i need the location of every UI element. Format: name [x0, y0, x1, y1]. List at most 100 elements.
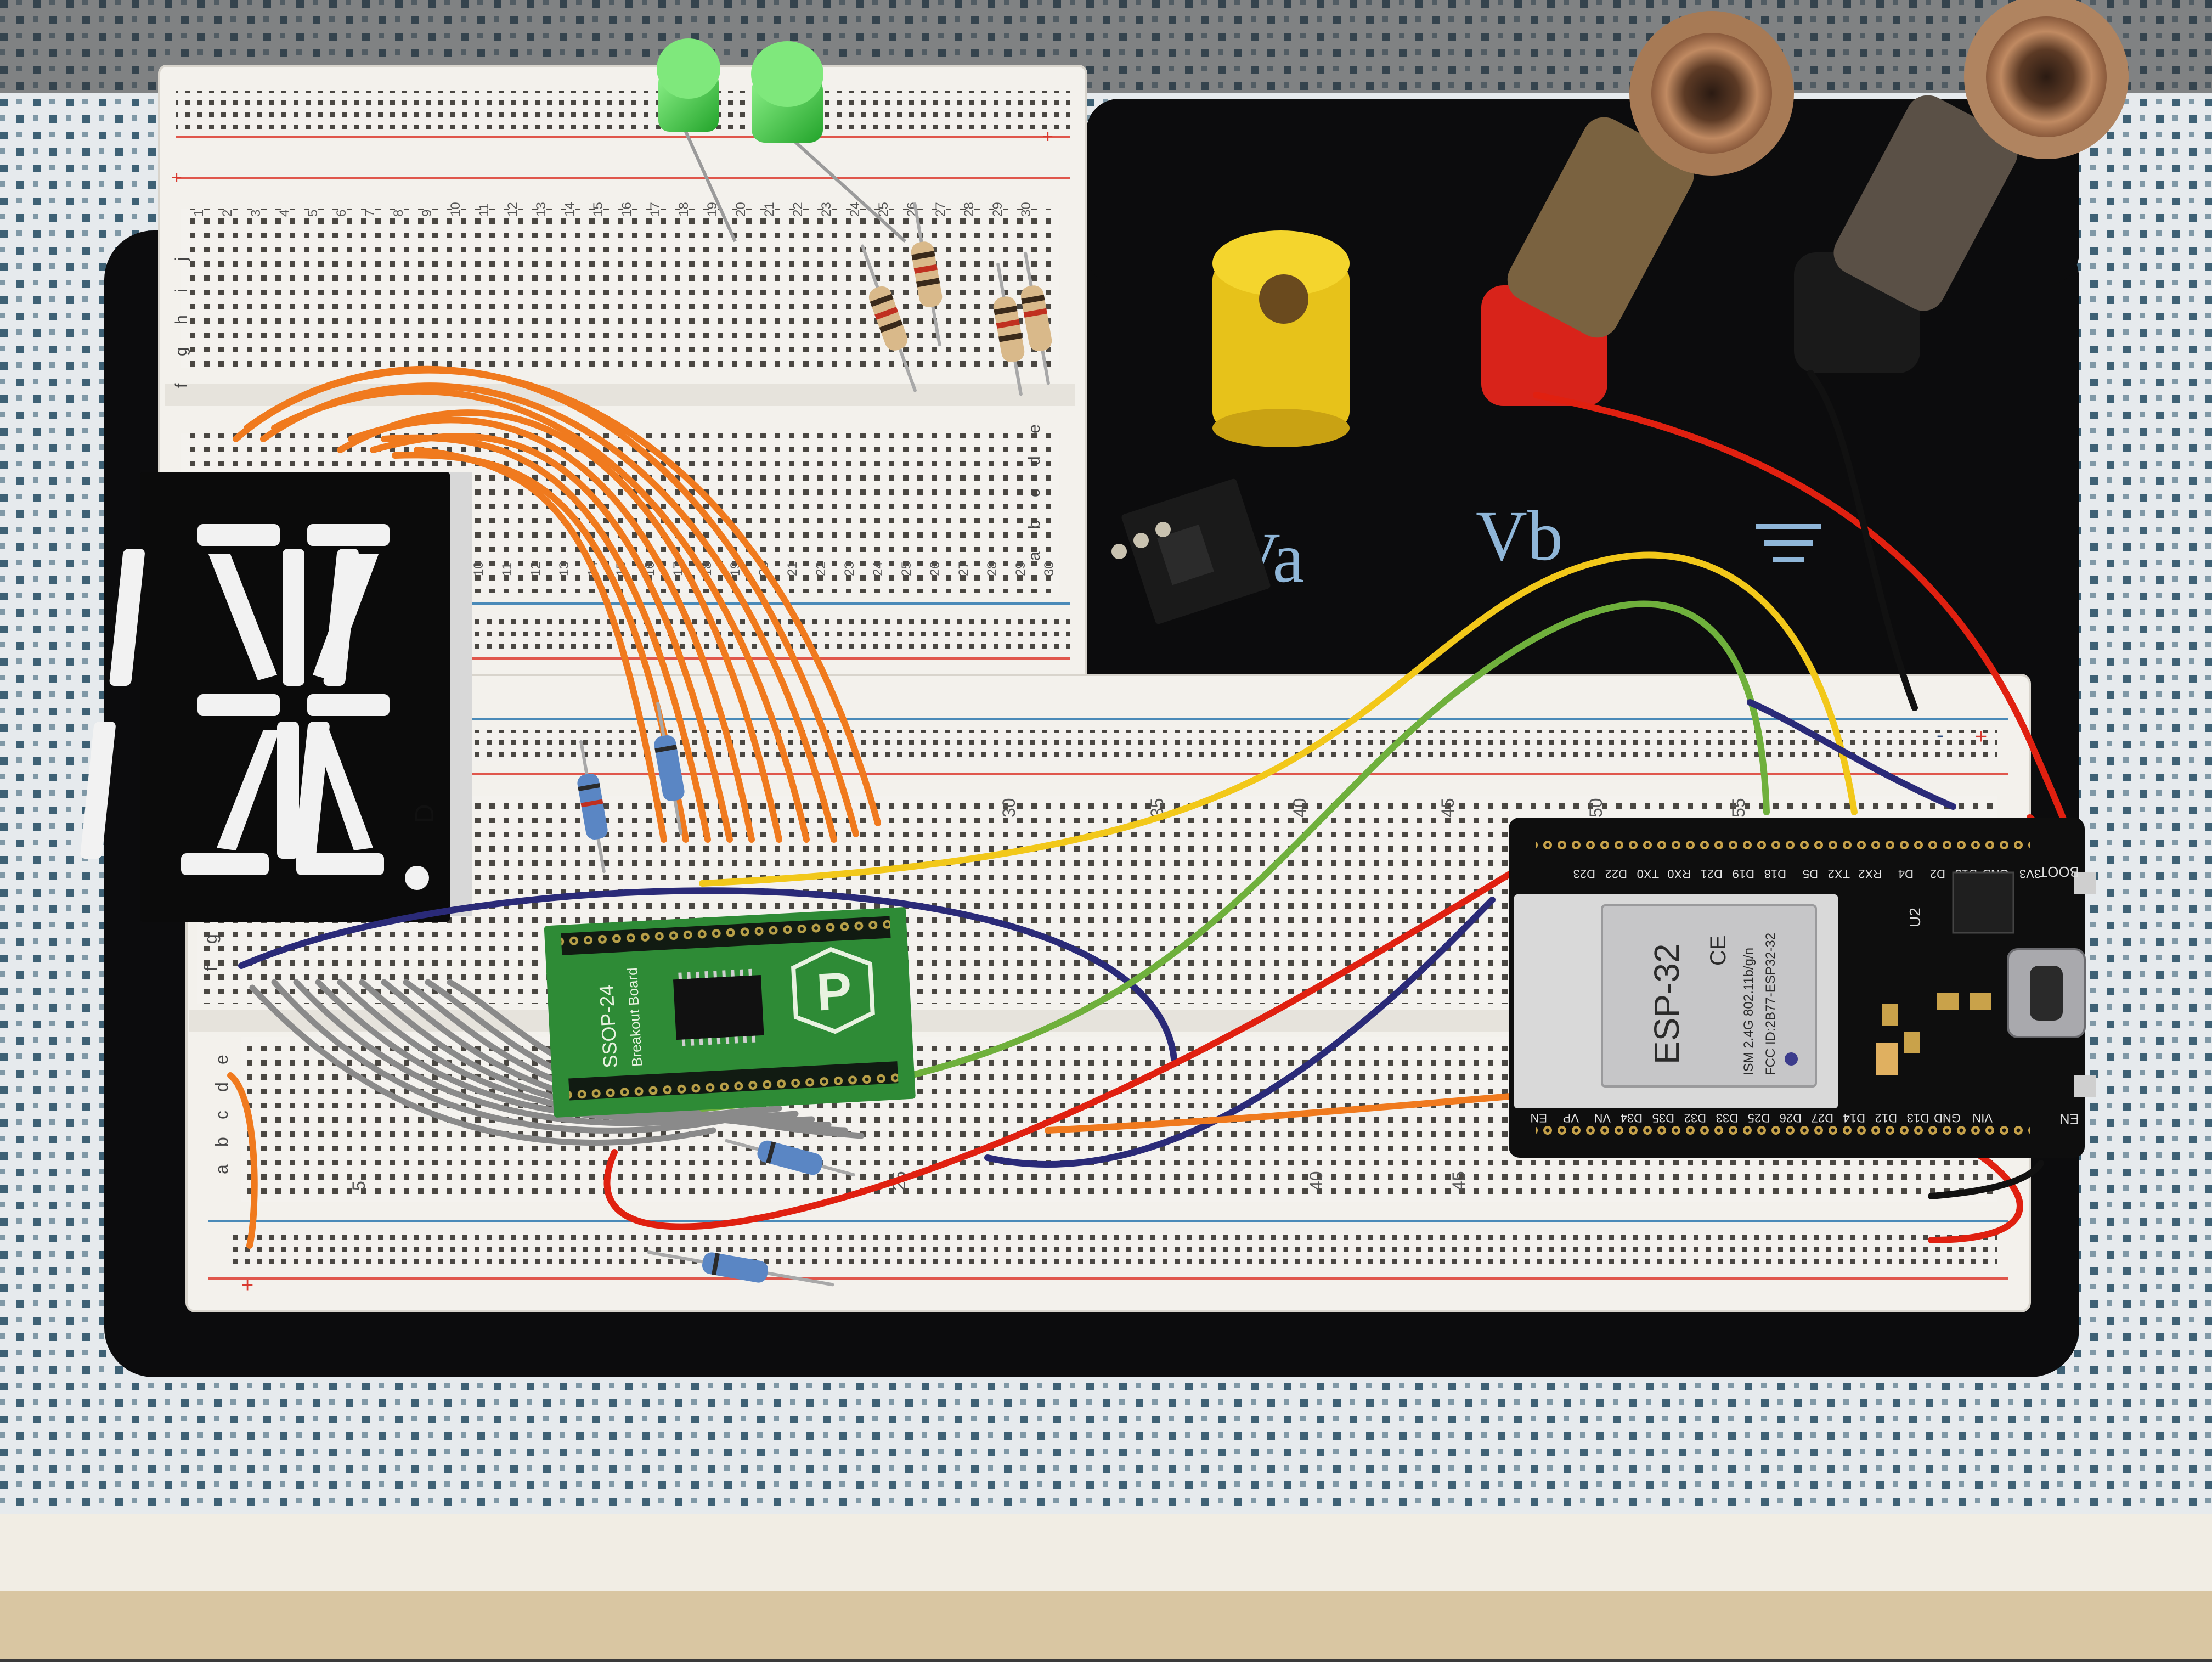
esp32-top-pin-label: D18	[1764, 867, 1786, 881]
boot-button[interactable]	[2074, 872, 2096, 894]
alphanumeric-16-segment-display: D	[80, 472, 472, 922]
esp32-bottom-pin-label: EN	[1530, 1111, 1547, 1125]
red-binding-post[interactable]	[1481, 11, 1794, 406]
esp32-spec-line-2: FCC ID:2B77-ESP32-32	[1763, 933, 1778, 1075]
top-lower-column-number: 21	[785, 561, 800, 576]
esp32-top-pin-label: RX0	[1667, 867, 1691, 881]
top-lower-column-number: 22	[814, 561, 828, 576]
green-leds	[657, 38, 907, 243]
wood-edge	[0, 1591, 2212, 1659]
esp32-bottom-pin-label: D26	[1780, 1111, 1802, 1125]
main-rail-plus-top: +	[1975, 725, 1987, 748]
esp32-bottom-pin-label: D35	[1652, 1111, 1674, 1125]
blue-wire-3	[1747, 699, 1956, 810]
top-lower-column-number: 23	[842, 561, 857, 576]
top-column-number: 17	[648, 202, 663, 217]
top-lower-column-number: 29	[1013, 561, 1028, 576]
green-led-1	[657, 38, 737, 243]
top-column-number: 28	[962, 202, 977, 217]
esp32-top-pin-label: RX2	[1858, 867, 1882, 881]
esp32-bottom-pin-label: VN	[1594, 1111, 1611, 1125]
top-row-letter: d	[1025, 456, 1043, 465]
main-lower-column-number: 5	[349, 1181, 369, 1191]
esp32-top-pin-label: D23	[1573, 867, 1595, 881]
top-column-number: 13	[534, 202, 549, 217]
top-column-number: 27	[933, 202, 948, 217]
top-column-number: 15	[591, 202, 606, 217]
top-column-number: 20	[733, 202, 748, 217]
top-column-number: 10	[448, 202, 463, 217]
yellow-binding-post[interactable]	[1212, 230, 1350, 447]
top-column-number: 18	[676, 202, 691, 217]
top-column-number: 23	[819, 202, 834, 217]
boot-label: BOOT	[2039, 864, 2079, 880]
esp32-bottom-pin-label: GND	[1934, 1111, 1961, 1125]
ground-symbol	[1756, 524, 1821, 562]
top-row-letter: b	[1025, 520, 1043, 529]
top-column-number: 3	[249, 210, 263, 217]
usb-uart-chip	[1952, 871, 2015, 934]
top-column-number: 14	[562, 202, 577, 217]
slide-switch[interactable]	[1111, 478, 1271, 625]
top-column-number: 24	[848, 202, 862, 217]
top-lower-column-number: 25	[899, 561, 914, 576]
main-lower-column-number: 40	[1306, 1171, 1326, 1191]
top-column-number: 2	[220, 210, 235, 217]
esp32-bottom-pin-label: VP	[1563, 1111, 1579, 1125]
u2-label: U2	[1906, 908, 1923, 927]
top-lower-column-number: 13	[557, 561, 572, 576]
main-rail-minus-top: -	[1937, 724, 1944, 747]
green-led-2	[751, 41, 907, 243]
esp32-bottom-pin-label: D12	[1875, 1111, 1897, 1125]
esp32-ce-mark: CE	[1706, 935, 1730, 966]
esp32-dev-board: 3V3GNDD15D2D4RX2TX2D5D18D19D21RX0TX0D22D…	[1509, 818, 2096, 1158]
main-upper-column-number: 45	[1438, 798, 1458, 818]
esp32-bottom-pin-label: VIN	[1972, 1111, 1993, 1125]
main-row-letter: f	[201, 966, 221, 971]
main-row-letter: g	[201, 934, 221, 944]
breakout-logo: P	[815, 961, 854, 1022]
main-row-letter: a	[212, 1164, 232, 1174]
esp32-top-pin-label: TX0	[1637, 867, 1659, 881]
main-upper-column-number: 50	[1586, 798, 1606, 818]
top-lower-column-number: 26	[928, 561, 943, 576]
esp32-chip-label: ESP-32	[1647, 943, 1686, 1064]
esp32-top-pin-label: D21	[1701, 867, 1723, 881]
top-lower-column-number: 28	[985, 561, 1000, 576]
main-rail-plus-bottom: +	[241, 1274, 253, 1297]
esp32-bottom-pin-label: D25	[1748, 1111, 1770, 1125]
top-row-letter: e	[1025, 424, 1043, 433]
top-lower-column-number: 12	[528, 561, 543, 576]
top-column-number: 25	[876, 202, 891, 217]
esp32-top-pin-label: TX2	[1828, 867, 1850, 881]
red-wire-bottom	[1928, 1149, 2023, 1243]
top-row-letter: i	[172, 289, 190, 292]
top-rail-plus-left: +	[171, 167, 182, 188]
top-column-number: 11	[477, 203, 492, 217]
top-lower-column-number: 30	[1042, 561, 1057, 576]
main-lower-column-number: 45	[1449, 1171, 1469, 1191]
top-column-number: 16	[619, 202, 634, 217]
esp32-top-pin-labels: 3V3GNDD15D2D4RX2TX2D5D18D19D21RX0TX0D22D…	[1573, 867, 2041, 881]
en-button[interactable]	[2074, 1075, 2096, 1097]
top-row-letter: f	[172, 383, 190, 388]
esp32-top-pin-label: D22	[1605, 867, 1627, 881]
top-column-number: 29	[990, 202, 1005, 217]
top-lower-column-number: 11	[500, 562, 515, 576]
main-upper-column-number: 30	[999, 798, 1019, 818]
top-column-number: 5	[306, 210, 320, 217]
main-row-letter: c	[212, 1111, 232, 1119]
main-row-letter: b	[212, 1137, 232, 1147]
green-wire	[699, 600, 1770, 1112]
black-binding-post[interactable]	[1794, 0, 2129, 373]
top-rail-plus: +	[1042, 126, 1053, 147]
top-column-number: 4	[277, 210, 292, 217]
main-upper-column-number: 55	[1729, 798, 1748, 818]
top-row-letter: h	[172, 315, 190, 324]
top-lower-column-number: 10	[471, 561, 486, 576]
